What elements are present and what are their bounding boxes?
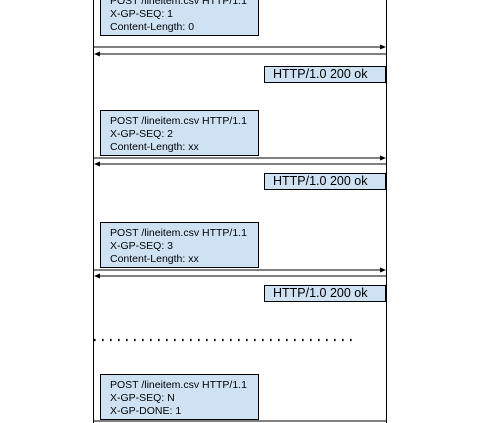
seq-header: X-GP-SEQ: N <box>110 392 175 404</box>
response-status: HTTP/1.0 200 ok <box>273 67 368 81</box>
request-arrowhead-2 <box>380 155 386 161</box>
length-header: Content-Length: xx <box>110 253 199 265</box>
seq-header: X-GP-SEQ: 3 <box>110 240 174 252</box>
request-line: POST /lineitem.csv HTTP/1.1 <box>110 115 247 127</box>
response-box-3: HTTP/1.0 200 ok <box>264 285 386 302</box>
request-arrowhead-3 <box>380 267 386 273</box>
length-header: Content-Length: 0 <box>110 21 195 33</box>
seq-header: X-GP-SEQ: 2 <box>110 128 174 140</box>
response-status: HTTP/1.0 200 ok <box>273 286 368 300</box>
response-arrowhead-3 <box>94 273 100 279</box>
request-box-final: POST /lineitem.csv HTTP/1.1 X-GP-SEQ: N … <box>100 374 259 420</box>
response-arrowhead-2 <box>94 161 100 167</box>
client-lifeline <box>93 0 94 423</box>
length-header: Content-Length: xx <box>110 141 199 153</box>
request-arrowhead-1 <box>380 44 386 50</box>
request-line: POST /lineitem.csv HTTP/1.1 <box>110 379 247 391</box>
response-box-1: HTTP/1.0 200 ok <box>264 66 386 83</box>
response-status: HTTP/1.0 200 ok <box>273 174 368 188</box>
response-arrowhead-1 <box>94 51 100 57</box>
request-box-2: POST /lineitem.csv HTTP/1.1 X-GP-SEQ: 2 … <box>100 110 259 156</box>
request-line: POST /lineitem.csv HTTP/1.1 <box>110 227 247 239</box>
request-box-3: POST /lineitem.csv HTTP/1.1 X-GP-SEQ: 3 … <box>100 222 259 268</box>
response-box-2: HTTP/1.0 200 ok <box>264 173 386 190</box>
request-box-1: POST /lineitem.csv HTTP/1.1 X-GP-SEQ: 1 … <box>100 0 259 36</box>
server-lifeline <box>386 0 387 423</box>
seq-header: X-GP-SEQ: 1 <box>110 8 174 20</box>
done-header: X-GP-DONE: 1 <box>110 405 182 417</box>
request-line: POST /lineitem.csv HTTP/1.1 <box>110 0 247 7</box>
